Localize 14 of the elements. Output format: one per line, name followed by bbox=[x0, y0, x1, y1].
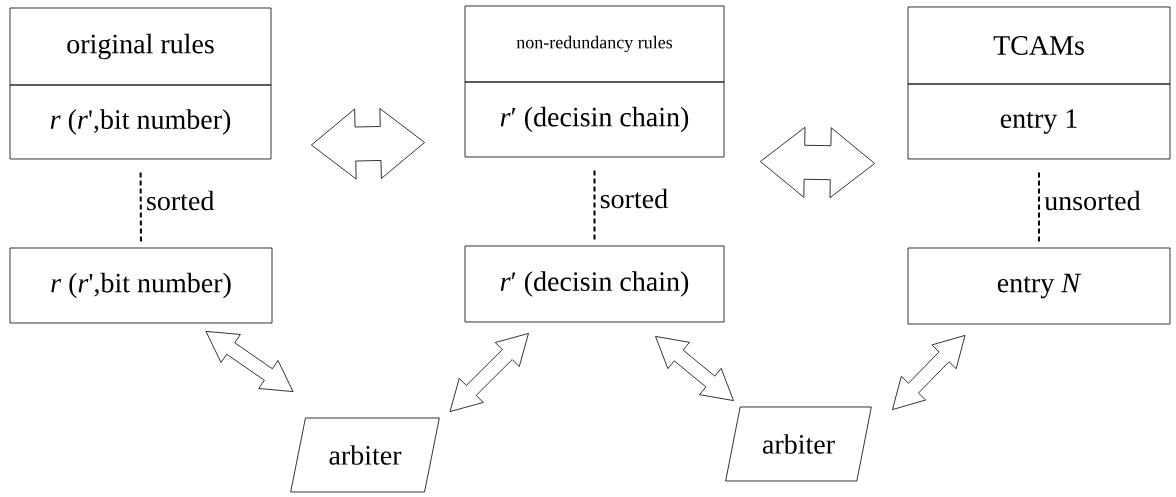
arbiter-parallelogram: arbiter bbox=[725, 406, 872, 482]
double-arrow bbox=[311, 108, 425, 180]
header-cell: original rules bbox=[9, 7, 272, 86]
double-arrow bbox=[760, 126, 875, 199]
double-arrow bbox=[449, 333, 529, 412]
arbiter-parallelogram: arbiter bbox=[290, 417, 440, 493]
edge-label: sorted bbox=[144, 189, 216, 212]
edge-label: sorted bbox=[598, 187, 670, 210]
header-cell: TCAMs bbox=[907, 6, 1171, 85]
edge-label: unsorted bbox=[1043, 189, 1142, 212]
double-arrow bbox=[205, 331, 294, 392]
double-arrow bbox=[655, 336, 734, 401]
header-cell: non-redundancy rules bbox=[464, 5, 725, 83]
double-arrow bbox=[892, 335, 966, 410]
